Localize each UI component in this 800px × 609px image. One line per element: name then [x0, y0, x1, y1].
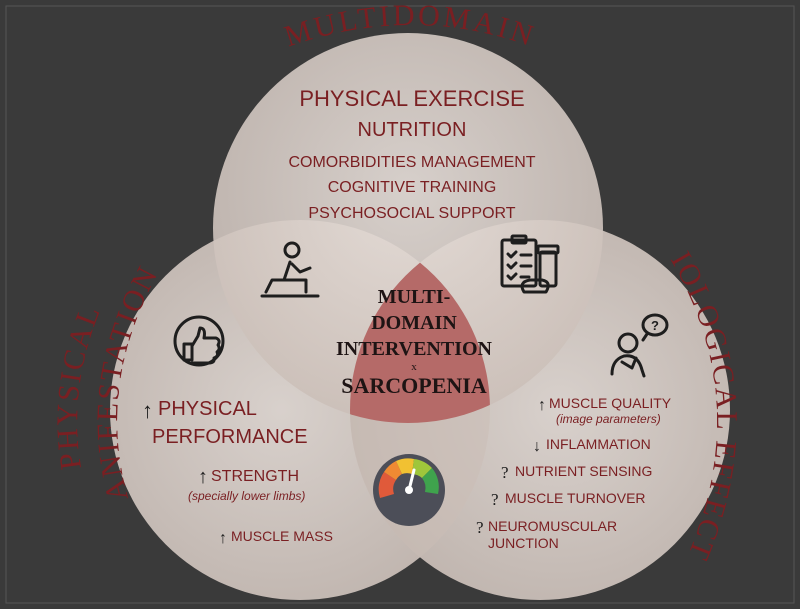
arrow-down-inflammation: ↓	[533, 438, 541, 455]
clipboard-icon	[500, 234, 538, 288]
item-physical-performance-1: PHYSICAL	[158, 398, 257, 420]
item-psychosocial: PSYCHOSOCIAL SUPPORT	[308, 205, 515, 222]
center-line4: SARCOPENIA	[341, 373, 487, 398]
thinking-person-icon	[610, 313, 669, 378]
exercise-icon	[260, 241, 320, 298]
question-nmj: ?	[476, 518, 484, 537]
item-nmj-line2: JUNCTION	[488, 535, 559, 551]
item-muscle-mass: MUSCLE MASS	[231, 528, 333, 544]
item-cognitive: COGNITIVE TRAINING	[328, 179, 497, 196]
item-inflammation: INFLAMMATION	[546, 436, 651, 452]
question-turnover: ?	[491, 490, 499, 509]
item-strength: STRENGTH	[211, 468, 299, 485]
arrow-up-strength: ↑	[198, 466, 208, 488]
arrow-up-quality: ↑	[538, 397, 546, 414]
thinking-question-mark: ?	[651, 318, 659, 333]
pill-bottle-icon	[520, 244, 560, 294]
item-nmj-line1: NEUROMUSCULAR	[488, 518, 617, 534]
center-line3: INTERVENTION	[336, 338, 493, 360]
item-muscle-quality-note: (image parameters)	[556, 412, 661, 426]
item-physical-exercise: PHYSICAL EXERCISE	[299, 86, 524, 111]
center-line2: DOMAIN	[371, 312, 457, 334]
top-circle	[213, 33, 603, 423]
gauge-icon	[373, 454, 445, 526]
item-comorbidities: COMORBIDITIES MANAGEMENT	[288, 154, 535, 171]
item-physical-performance-2: PERFORMANCE	[152, 426, 308, 448]
item-nutrition: NUTRITION	[358, 119, 467, 141]
item-muscle-quality: MUSCLE QUALITY	[549, 395, 672, 411]
item-strength-note: (specially lower limbs)	[188, 489, 305, 503]
center-line1: MULTI-	[378, 286, 451, 308]
question-nutrient: ?	[501, 463, 509, 482]
item-nutrient-sensing: NUTRIENT SENSING	[515, 463, 652, 479]
arrow-up-muscle-mass: ↑	[219, 530, 227, 547]
item-muscle-turnover: MUSCLE TURNOVER	[505, 490, 646, 506]
center-times: x	[411, 361, 417, 373]
outer-frame	[5, 5, 795, 604]
thumbs-up-icon	[173, 315, 225, 367]
arrow-up-performance: ↑	[142, 398, 153, 423]
